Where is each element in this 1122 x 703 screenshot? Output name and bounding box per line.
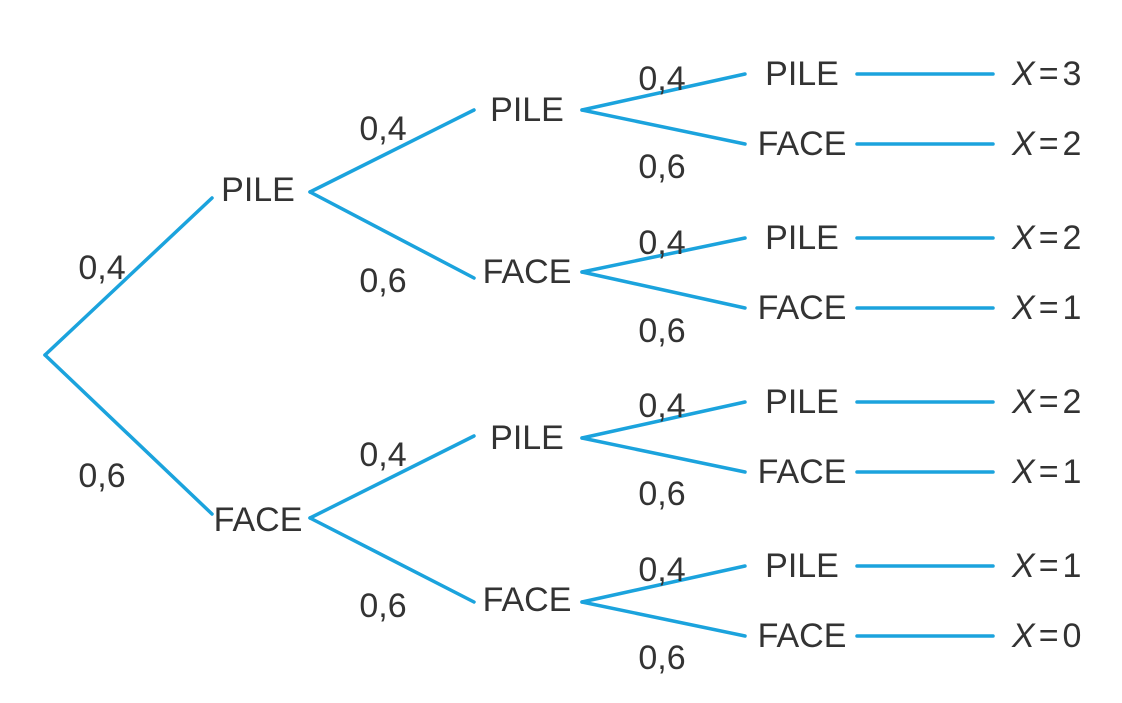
node-level1-2: FACE — [214, 501, 303, 539]
outcome-value-3: X=2 — [1011, 219, 1081, 257]
edge-level3-4 — [580, 270, 747, 310]
node-level3-1: PILE — [765, 55, 839, 93]
edge-level3-7 — [580, 564, 747, 604]
edge-level1-2 — [43, 353, 214, 516]
outcome-value-4: X=1 — [1011, 289, 1081, 327]
node-level2-1: PILE — [490, 91, 564, 129]
edge-level2-4 — [308, 516, 476, 604]
node-level3-5: PILE — [765, 383, 839, 421]
node-level3-3: PILE — [765, 219, 839, 257]
prob-level3-3: 0,4 — [638, 224, 685, 262]
edge-level3-2 — [580, 108, 747, 146]
prob-level3-7: 0,4 — [638, 551, 685, 589]
prob-level1-2: 0,6 — [78, 457, 125, 495]
edge-level2-1 — [308, 108, 476, 194]
outcome-value-2: X=2 — [1011, 125, 1081, 163]
tree-labels: PILE0,4FACE0,6PILE0,4FACE0,6PILE0,4FACE0… — [78, 55, 1081, 677]
prob-level3-5: 0,4 — [638, 387, 685, 425]
node-level3-6: FACE — [758, 453, 847, 491]
edge-level2-3 — [308, 434, 476, 520]
node-level1-1: PILE — [221, 171, 295, 209]
outcome-value-7: X=1 — [1011, 547, 1081, 585]
node-level2-4: FACE — [483, 581, 572, 619]
node-level3-4: FACE — [758, 289, 847, 327]
prob-level2-2: 0,6 — [359, 262, 406, 300]
prob-level1-1: 0,4 — [78, 249, 125, 287]
edge-level3-6 — [580, 436, 747, 474]
prob-level2-1: 0,4 — [359, 110, 406, 148]
edge-level2-2 — [308, 190, 476, 280]
prob-level3-2: 0,6 — [638, 148, 685, 186]
prob-level3-1: 0,4 — [638, 60, 685, 98]
node-level3-8: FACE — [758, 617, 847, 655]
edge-level3-3 — [580, 236, 747, 274]
prob-level3-8: 0,6 — [638, 639, 685, 677]
outcome-value-8: X=0 — [1011, 617, 1081, 655]
node-level2-2: FACE — [483, 253, 572, 291]
node-level2-3: PILE — [490, 419, 564, 457]
edge-level1-1 — [43, 196, 214, 357]
prob-level2-4: 0,6 — [359, 587, 406, 625]
node-level3-2: FACE — [758, 125, 847, 163]
edge-level3-8 — [580, 600, 747, 638]
edge-level3-5 — [580, 400, 747, 440]
prob-level2-3: 0,4 — [359, 436, 406, 474]
prob-level3-6: 0,6 — [638, 475, 685, 513]
outcome-value-5: X=2 — [1011, 383, 1081, 421]
outcome-value-6: X=1 — [1011, 453, 1081, 491]
prob-level3-4: 0,6 — [638, 312, 685, 350]
outcome-value-1: X=3 — [1011, 55, 1081, 93]
node-level3-7: PILE — [765, 547, 839, 585]
tree-edges — [43, 72, 995, 638]
edge-level3-1 — [580, 72, 747, 112]
